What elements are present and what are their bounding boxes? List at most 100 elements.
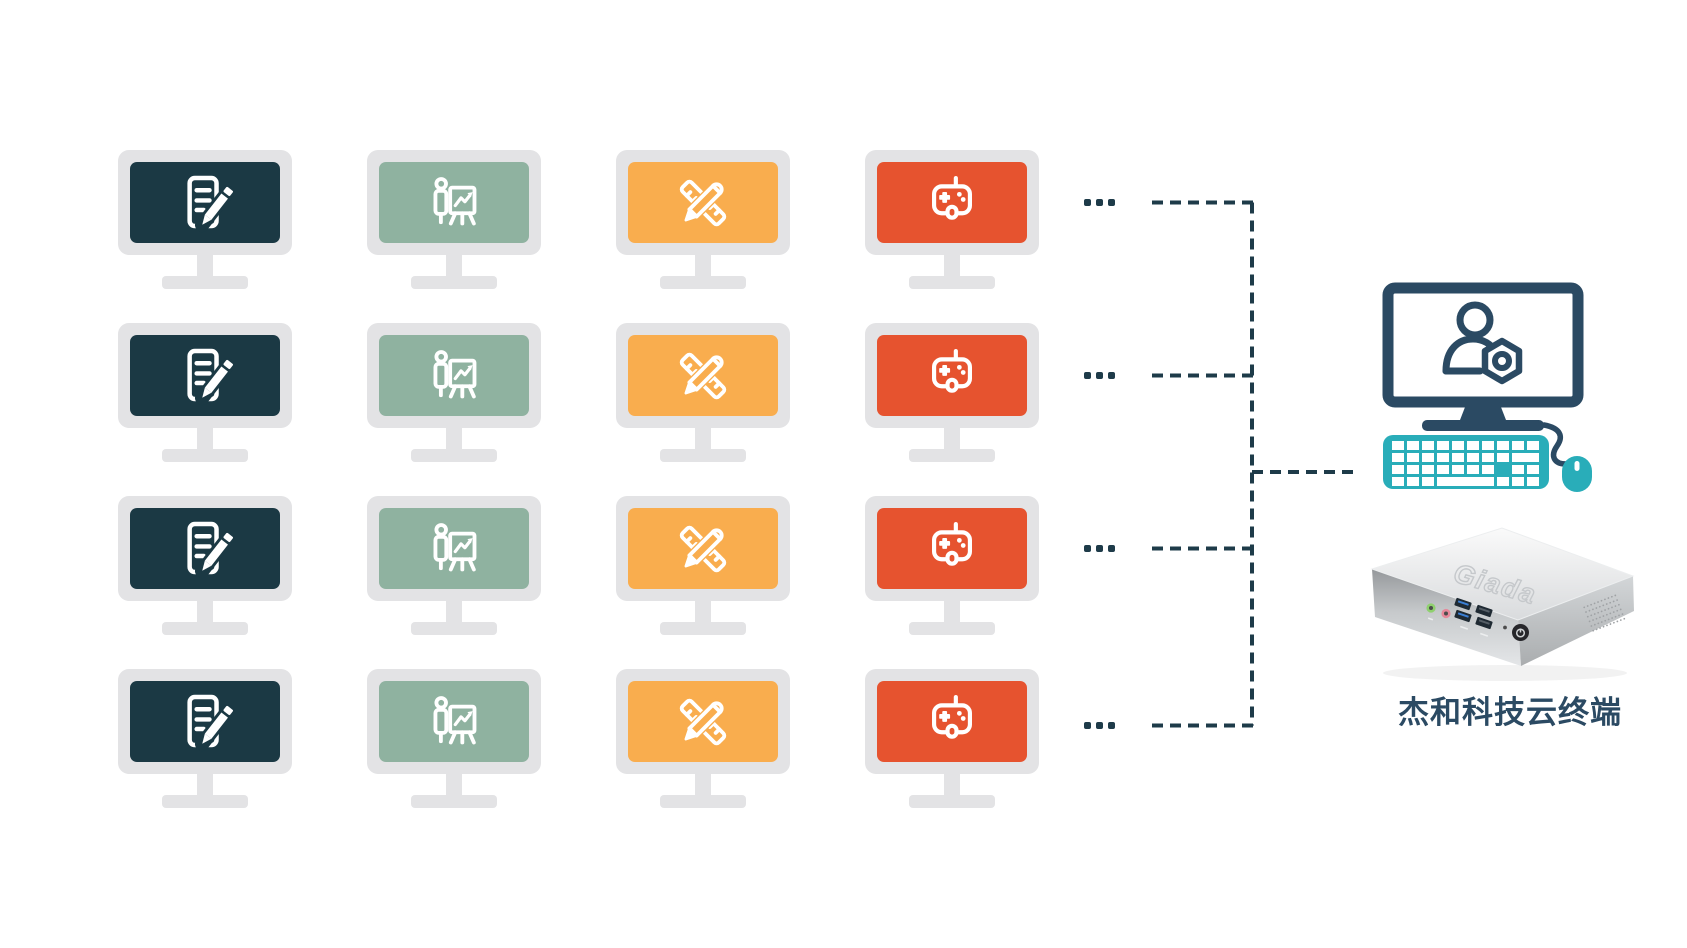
mouse-cable [1541,422,1569,467]
monitor-stand-base [411,276,497,289]
monitor-stand-base [162,449,248,462]
monitor-screen [877,681,1027,762]
monitor-stand-neck [197,428,213,449]
monitor-bezel [118,669,292,774]
monitor-gaming [865,150,1039,323]
monitor-screen [130,335,280,416]
monitor-bezel [616,496,790,601]
terminal-keyboard [1383,435,1549,489]
monitor-screen [130,681,280,762]
ellipsis-dot [1084,545,1091,552]
ellipsis-dot [1108,372,1115,379]
monitor-stand-base [909,622,995,635]
ellipsis-dot [1084,199,1091,206]
terminal-mouse [1562,456,1592,492]
monitor-stand-neck [695,428,711,449]
monitor-bezel [118,323,292,428]
monitor-screen [628,508,778,589]
monitor-grid [118,150,1039,842]
monitor-stand-base [162,276,248,289]
monitor-office-documents [118,496,292,669]
device-caption: 杰和科技云终端 [1398,695,1622,730]
monitor-stand-neck [1460,402,1506,420]
monitor-stand-neck [695,774,711,795]
monitor-stand-neck [695,255,711,276]
user-gear-icon [1442,301,1523,385]
monitor-bezel [865,669,1039,774]
monitor-screen [379,335,529,416]
monitor-stand-neck [446,428,462,449]
monitor-stand-neck [197,255,213,276]
device-front-ports [1426,597,1529,641]
ellipsis-dot [1096,722,1103,729]
monitor-screen [877,508,1027,589]
ellipsis-dot [1084,372,1091,379]
monitor-stand-neck [944,255,960,276]
monitor-screen [877,162,1027,243]
monitor-bezel [865,323,1039,428]
monitor-design-tools [616,496,790,669]
monitor-stand-base [411,449,497,462]
ellipsis-dot [1084,722,1091,729]
monitor-office-documents [118,323,292,496]
monitor-bezel [616,669,790,774]
monitor-stand-neck [197,601,213,622]
monitor-presentation [367,150,541,323]
monitor-design-tools [616,150,790,323]
ellipsis-icon [1084,372,1115,379]
monitor-bezel [367,150,541,255]
monitor-stand-base [909,795,995,808]
monitor-stand-neck [944,428,960,449]
monitor-office-documents [118,150,292,323]
status-led [1503,625,1507,630]
monitor-bezel [616,323,790,428]
monitor-stand-neck [944,601,960,622]
monitor-stand-base [162,622,248,635]
monitor-presentation [367,323,541,496]
monitor-stand-base [660,276,746,289]
ellipsis-icon [1084,545,1115,552]
device-side-face [1518,576,1634,666]
device-shadow [1383,665,1627,681]
monitor-stand-neck [446,601,462,622]
monitor-bezel [118,496,292,601]
ellipsis-icon [1084,722,1115,729]
ellipsis-dot [1096,545,1103,552]
monitor-bezel [616,150,790,255]
monitor-gaming [865,669,1039,842]
monitor-screen [628,335,778,416]
monitor-bezel [865,496,1039,601]
monitor-presentation [367,669,541,842]
monitor-stand-neck [446,774,462,795]
monitor-bezel [367,669,541,774]
monitor-stand-base [411,622,497,635]
monitor-screen [877,335,1027,416]
monitor-screen [628,162,778,243]
monitor-office-documents [118,669,292,842]
monitor-bezel [367,496,541,601]
ellipsis-icon [1084,199,1115,206]
ellipsis-dot [1108,545,1115,552]
ellipsis-dot [1096,372,1103,379]
monitor-gaming [865,323,1039,496]
monitor-stand-base [162,795,248,808]
monitor-stand-neck [197,774,213,795]
mini-pc-photo: Giada [1370,527,1635,681]
monitor-stand-base [1422,420,1544,431]
monitor-bezel [367,323,541,428]
vent-grill [1583,593,1628,632]
monitor-stand-base [909,449,995,462]
monitor-screen [379,508,529,589]
keyboard-keys [1392,441,1539,486]
monitor-presentation [367,496,541,669]
monitor-screen [379,162,529,243]
monitor-screen [130,162,280,243]
monitor-stand-base [660,622,746,635]
monitor-stand-base [909,276,995,289]
monitor-stand-base [660,795,746,808]
monitor-design-tools [616,323,790,496]
monitor-stand-base [660,449,746,462]
monitor-screen [379,681,529,762]
monitor-screen [628,681,778,762]
